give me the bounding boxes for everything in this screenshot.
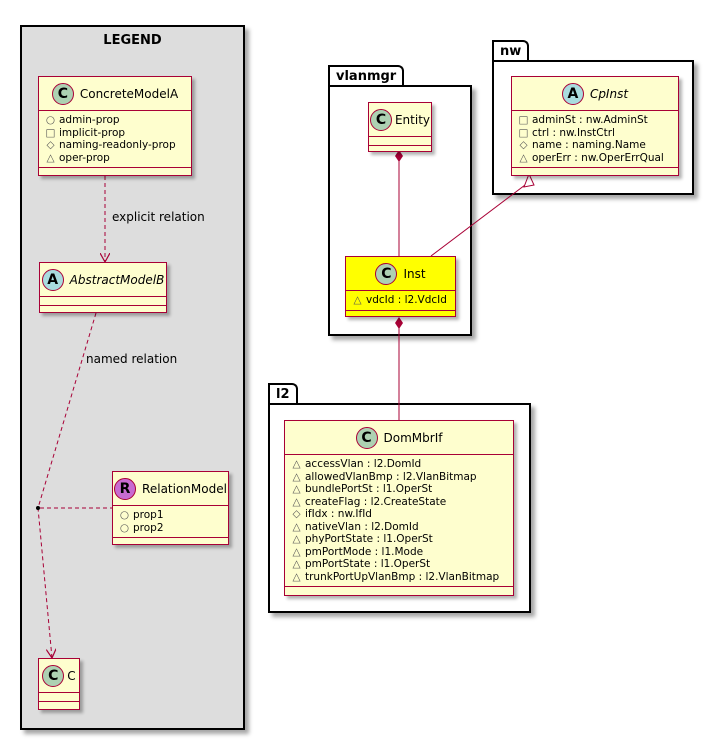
class-icon: C (42, 664, 65, 687)
class-inst[interactable]: C Inst △vdcId : l2.VdcId (345, 256, 456, 317)
class-icon: C (355, 426, 378, 449)
abstract-class-icon: A (41, 268, 64, 291)
visibility-icon: ◇ (292, 508, 301, 520)
class-concrete-model-a[interactable]: C ConcreteModelA ○admin-prop □implicit-p… (38, 76, 192, 176)
attribute: ◇name : naming.Name (519, 139, 646, 151)
class-entity[interactable]: C Entity (368, 102, 432, 152)
attribute: △bundlePortSt : l1.OperSt (292, 483, 433, 495)
attribute: □implicit-prop (45, 126, 126, 139)
class-abstract-model-b[interactable]: A AbstractModelB (39, 262, 167, 313)
attribute: △allowedVlanBmp : l2.VlanBitmap (292, 470, 477, 483)
visibility-icon: △ (292, 458, 301, 470)
visibility-icon: △ (353, 294, 362, 306)
attribute: ◇ifIdx : nw.IfId (292, 508, 372, 520)
visibility-icon: △ (292, 570, 301, 583)
class-name: ConcreteModelA (79, 86, 179, 101)
named-relation-label: named relation (86, 352, 178, 366)
class-name: Entity (394, 112, 431, 127)
visibility-icon: △ (292, 533, 301, 545)
entity-composition-diamond (395, 150, 403, 162)
visibility-icon: △ (46, 151, 55, 164)
visibility-icon: ◇ (519, 139, 528, 151)
class-c[interactable]: C C (38, 658, 80, 710)
class-icon: C (369, 108, 392, 131)
attribute: ◇naming-readonly-prop (46, 139, 176, 151)
visibility-icon: △ (292, 483, 301, 495)
visibility-icon: □ (45, 126, 56, 139)
inst-cpinst-line (430, 181, 530, 257)
class-icon: C (51, 82, 74, 105)
package-nw-title: nw (492, 40, 530, 60)
attribute: △createFlag : l2.CreateState (292, 495, 447, 508)
visibility-icon: ○ (119, 521, 130, 534)
abstract-class-icon: A (561, 82, 584, 105)
visibility-icon: △ (292, 520, 301, 533)
attribute: △pmPortMode : l1.Mode (292, 545, 424, 558)
visibility-icon: △ (292, 495, 301, 508)
class-name: C (67, 668, 76, 683)
visibility-icon: △ (519, 151, 528, 164)
class-dommbrif[interactable]: C DomMbrIf △accessVlan : l2.DomId △allow… (284, 420, 514, 596)
visibility-icon: △ (292, 558, 301, 570)
attribute: □ctrl : nw.InstCtrl (518, 126, 615, 139)
class-cpinst[interactable]: A CpInst □adminSt : nw.AdminSt □ctrl : n… (511, 76, 679, 176)
attribute: ○admin-prop (45, 114, 120, 126)
class-relation-model[interactable]: R RelationModel ○prop1 ○prop2 (112, 471, 229, 545)
visibility-icon: △ (292, 545, 301, 558)
attribute: △trunkPortUpVlanBmp : l2.VlanBitmap (292, 570, 500, 583)
class-name: RelationModel (142, 481, 227, 496)
inst-composition-diamond (395, 317, 403, 329)
class-name: DomMbrIf (383, 430, 443, 445)
visibility-icon: ◇ (46, 139, 55, 151)
visibility-icon: ○ (45, 114, 56, 126)
explicit-relation-label: explicit relation (112, 210, 205, 224)
attribute: ○prop2 (119, 521, 164, 534)
attribute: △phyPortState : l1.OperSt (292, 533, 433, 545)
package-l2-title: l2 (268, 383, 298, 403)
attribute: ○prop1 (119, 509, 164, 521)
generalization-triangle (523, 172, 535, 188)
visibility-icon: □ (518, 114, 529, 126)
attribute: △oper-prop (46, 151, 110, 164)
visibility-icon: △ (292, 470, 301, 483)
visibility-icon: □ (518, 126, 529, 139)
attribute: △nativeVlan : l2.DomId (292, 520, 419, 533)
attribute: □adminSt : nw.AdminSt (518, 114, 648, 126)
relation-junction-dot (36, 506, 40, 510)
relation-class-icon: R (114, 477, 137, 500)
visibility-icon: ○ (119, 509, 130, 521)
attribute: △accessVlan : l2.DomId (292, 458, 422, 470)
class-icon: C (375, 262, 398, 285)
legend-title: LEGEND (103, 33, 162, 48)
attribute: △operErr : nw.OperErrQual (519, 151, 664, 164)
class-name: AbstractModelB (69, 272, 165, 287)
attribute: △vdcId : l2.VdcId (353, 294, 447, 306)
attribute: △pmPortState : l1.OperSt (292, 558, 431, 570)
class-name: Inst (403, 266, 426, 281)
class-name: CpInst (589, 86, 629, 101)
package-vlanmgr-title: vlanmgr (328, 65, 405, 85)
